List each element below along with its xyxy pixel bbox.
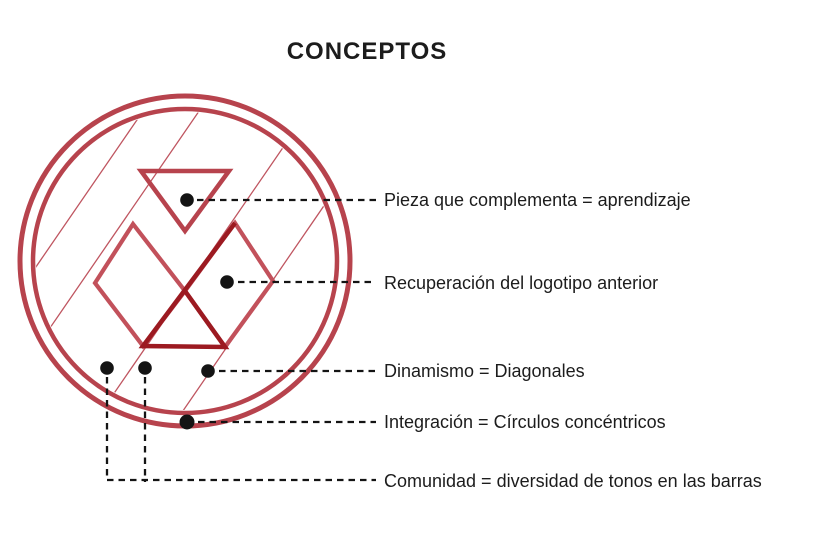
- inverted-triangle: [136, 168, 234, 235]
- hatch-line: [36, 112, 151, 410]
- callout-label-comunidad: Comunidad = diversidad de tonos en las b…: [384, 471, 762, 491]
- callout-dot-logotipo: [220, 275, 234, 289]
- callout-dot-diagonales: [201, 364, 215, 378]
- callout-dot-comunidad-1: [100, 361, 114, 375]
- hatch-line: [36, 112, 207, 410]
- dark-triangle: [138, 221, 237, 350]
- outer-circle: [17, 93, 353, 429]
- page-title: CONCEPTOS: [286, 38, 448, 65]
- inner-circle: [30, 106, 340, 416]
- callout-label-circulos: Integración = Círculos concéntricos: [384, 412, 666, 432]
- callout-connectors: [105, 198, 376, 482]
- callout-label-aprendizaje: Pieza que complementa = aprendizaje: [384, 190, 691, 210]
- callout-dot-aprendizaje: [180, 193, 194, 207]
- callout-dot-comunidad-2: [138, 361, 152, 375]
- callout-dots: [100, 193, 234, 430]
- callout-label-logotipo: Recuperación del logotipo anterior: [384, 273, 659, 293]
- callout-label-diagonales: Dinamismo = Diagonales: [384, 361, 585, 381]
- callout-dot-circulos: [179, 414, 195, 430]
